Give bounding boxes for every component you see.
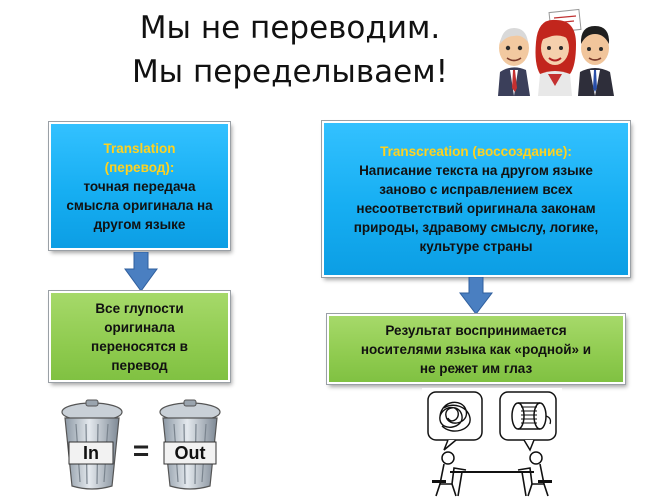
trash-can-out-icon: Out [159, 399, 221, 490]
translation-result-line-3: переносятся в [91, 338, 188, 354]
neat-thought-bubble-icon [499, 391, 557, 452]
transcreation-body-line-5: культуре страны [419, 239, 533, 254]
trash-out-label: Out [175, 443, 206, 463]
translation-body-line-3: другом языке [93, 216, 186, 232]
tangled-thought-bubble-icon [427, 391, 483, 451]
title-line-1: Мы не переводим. [139, 10, 441, 46]
transcreation-result-line-3: не режет им глаз [419, 360, 533, 376]
transcreation-box: Transcreation (воссоздание): Написание т… [322, 121, 630, 277]
translation-result-box: Все глупости оригинала переносятся в пер… [49, 291, 230, 382]
translation-result-line-4: перевод [111, 357, 168, 373]
slide-title: Мы не переводим. Мы переделываем! [90, 6, 490, 94]
transcreation-body-line-4: природы, здравому смыслу, логике, [353, 220, 599, 235]
transcreation-result-line-1: Результат воспринимается [385, 322, 567, 338]
translation-body-line-1: точная передача [83, 178, 196, 194]
trash-in-out-image: In = Out [61, 399, 221, 490]
trash-in-label: In [83, 443, 99, 463]
person-right-icon [517, 451, 552, 497]
transcreation-body-line-3: несоответствий оригинала законам [356, 201, 596, 216]
arrow-down-icon-right [459, 277, 493, 315]
transcreation-heading: Transcreation (воссоздание): [380, 144, 572, 159]
communication-cartoon-image [422, 388, 562, 500]
translation-heading-line-2: (перевод): [104, 159, 175, 175]
trash-can-in-icon: In [61, 399, 123, 490]
transcreation-result-line-2: носителями языка как «родной» и [360, 341, 592, 357]
translation-body-line-2: смысла оригинала на [66, 197, 213, 213]
cartoon-people-image [492, 8, 618, 96]
transcreation-body-line-2: заново с исправлением всех [379, 182, 573, 197]
transcreation-body-line-1: Написание текста на другом языке [359, 163, 593, 178]
title-line-2: Мы переделываем! [131, 54, 449, 90]
transcreation-result-box: Результат воспринимается носителями язык… [327, 314, 625, 384]
translation-box: Translation (перевод): точная передача с… [49, 122, 230, 250]
translation-result-line-1: Все глупости [95, 300, 184, 316]
arrow-down-icon-left [124, 252, 158, 292]
trash-equals-sign: = [133, 435, 149, 466]
translation-heading-line-1: Translation [103, 140, 176, 156]
translation-result-line-2: оригинала [104, 319, 175, 335]
person-left-icon [432, 451, 467, 497]
